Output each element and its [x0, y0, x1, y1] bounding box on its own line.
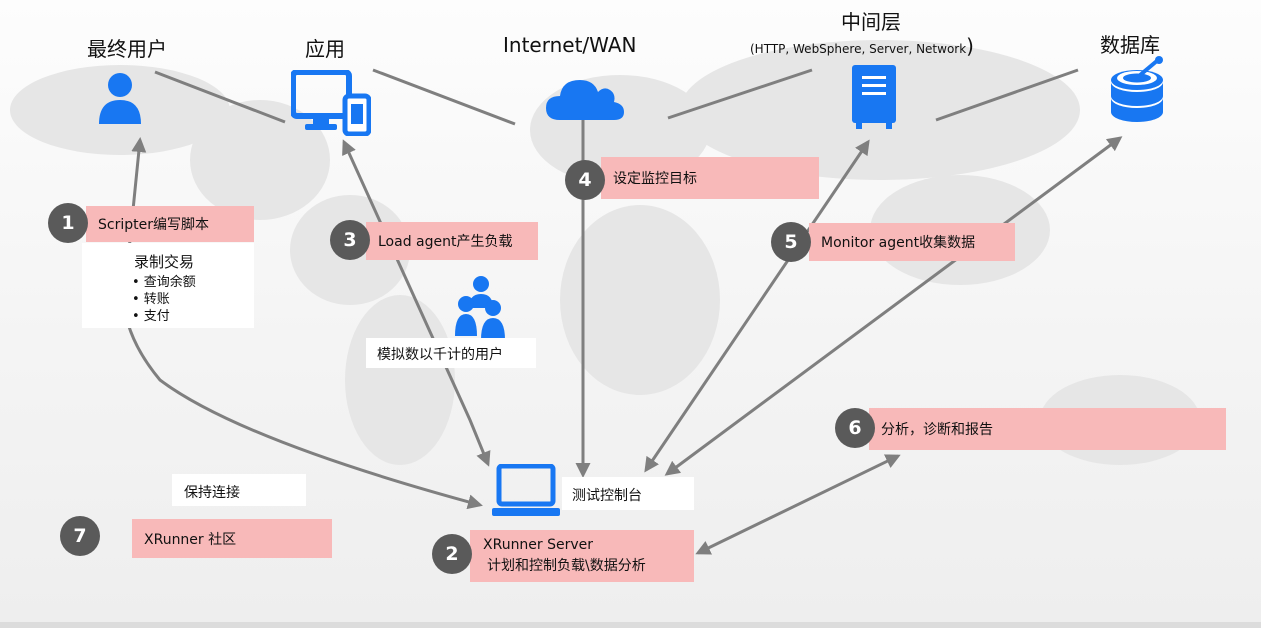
step-5-badge: 5: [771, 222, 811, 262]
step-2-label: XRunner Server: [483, 537, 594, 553]
simulate-users-label: 模拟数以千计的用户: [366, 338, 536, 368]
step-7-label: XRunner 社区: [132, 519, 332, 558]
middle-tier-title: 中间层: [841, 10, 901, 34]
arrow-server-report: [695, 454, 901, 555]
database-title: 数据库: [1100, 33, 1160, 57]
monitor-devices-icon: [291, 70, 371, 136]
step-6-label: 分析，诊断和报告: [869, 408, 1226, 450]
test-console-label: 测试控制台: [562, 477, 694, 510]
internet-title: Internet/WAN: [503, 33, 637, 57]
middle-tier-detail: (HTTP, WebSphere, Server, Network): [750, 34, 974, 58]
end-user-title: 最终用户: [87, 37, 167, 61]
record-transactions-title: 录制交易: [134, 253, 195, 271]
link-user-app: [154, 70, 286, 124]
link-internet-middle: [667, 68, 813, 120]
laptop-icon: [492, 464, 560, 516]
app-title: 应用: [305, 37, 345, 61]
user-icon: [99, 73, 141, 124]
bottom-border: [0, 622, 1261, 628]
step-6-badge: 6: [835, 408, 875, 448]
step-4-label: 设定监控目标: [601, 157, 819, 199]
step-2-sublabel: 计划和控制负载\数据分析: [487, 558, 646, 574]
step-1-label: Scripter编写脚本: [86, 206, 254, 242]
middle-tier-detail-paren: ): [966, 34, 974, 58]
record-transactions-box: 录制交易 • 查询余额 • 转账 • 支付: [82, 243, 254, 328]
step-1-badge: 1: [48, 203, 88, 243]
record-item-payment: • 支付: [132, 309, 170, 324]
server-icon: [852, 65, 896, 129]
keep-connected-label: 保持连接: [172, 474, 306, 506]
step-5-label: Monitor agent收集数据: [809, 223, 1015, 261]
record-item-transfer: • 转账: [132, 292, 170, 307]
cloud-icon: [546, 80, 624, 120]
step-4-badge: 4: [565, 160, 605, 200]
middle-tier-detail-text: (HTTP, WebSphere, Server, Network: [750, 42, 967, 56]
step-3-badge: 3: [330, 220, 370, 260]
user-group-icon: [455, 276, 505, 340]
step-2-box: XRunner Server 计划和控制负载\数据分析: [470, 530, 694, 582]
database-icon: [1111, 56, 1163, 122]
step-7-badge: 7: [60, 516, 100, 556]
link-app-internet: [372, 68, 516, 126]
link-middle-db: [935, 68, 1079, 122]
arrow-console-db: [664, 136, 1123, 476]
record-item-balance: • 查询余额: [132, 275, 196, 290]
step-2-badge: 2: [432, 534, 472, 574]
step-3-label: Load agent产生负载: [366, 222, 538, 260]
